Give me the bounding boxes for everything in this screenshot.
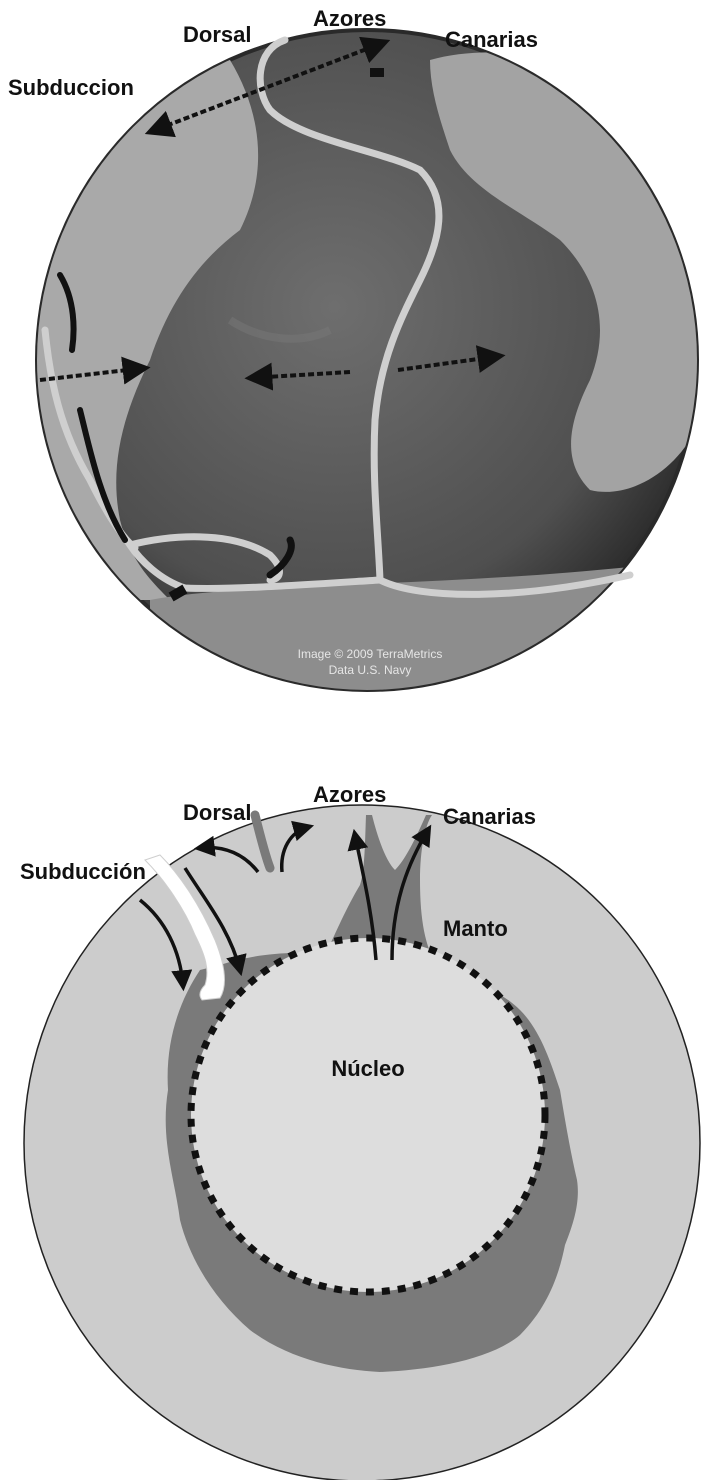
cross-section-panel: Subducción Dorsal Azores Canarias Manto … bbox=[0, 760, 705, 1480]
image-credit-line2: Data U.S. Navy bbox=[329, 663, 412, 677]
label-subduccion: Subducción bbox=[20, 859, 146, 884]
label-dorsal: Dorsal bbox=[183, 800, 251, 825]
label-dorsal: Dorsal bbox=[183, 22, 251, 47]
label-nucleo: Núcleo bbox=[331, 1056, 404, 1081]
cross-section-figure: Subducción Dorsal Azores Canarias Manto … bbox=[0, 760, 705, 1480]
globe-panel: Subduccion Dorsal Azores Canarias Image … bbox=[0, 0, 705, 710]
azores-marker bbox=[370, 68, 384, 77]
label-canarias: Canarias bbox=[445, 27, 538, 52]
label-azores: Azores bbox=[313, 782, 386, 807]
label-manto: Manto bbox=[443, 916, 508, 941]
label-canarias: Canarias bbox=[443, 804, 536, 829]
label-subduccion: Subduccion bbox=[8, 75, 134, 100]
label-azores: Azores bbox=[313, 6, 386, 31]
globe-figure: Subduccion Dorsal Azores Canarias Image … bbox=[0, 0, 705, 710]
image-credit-line1: Image © 2009 TerraMetrics bbox=[298, 647, 443, 661]
